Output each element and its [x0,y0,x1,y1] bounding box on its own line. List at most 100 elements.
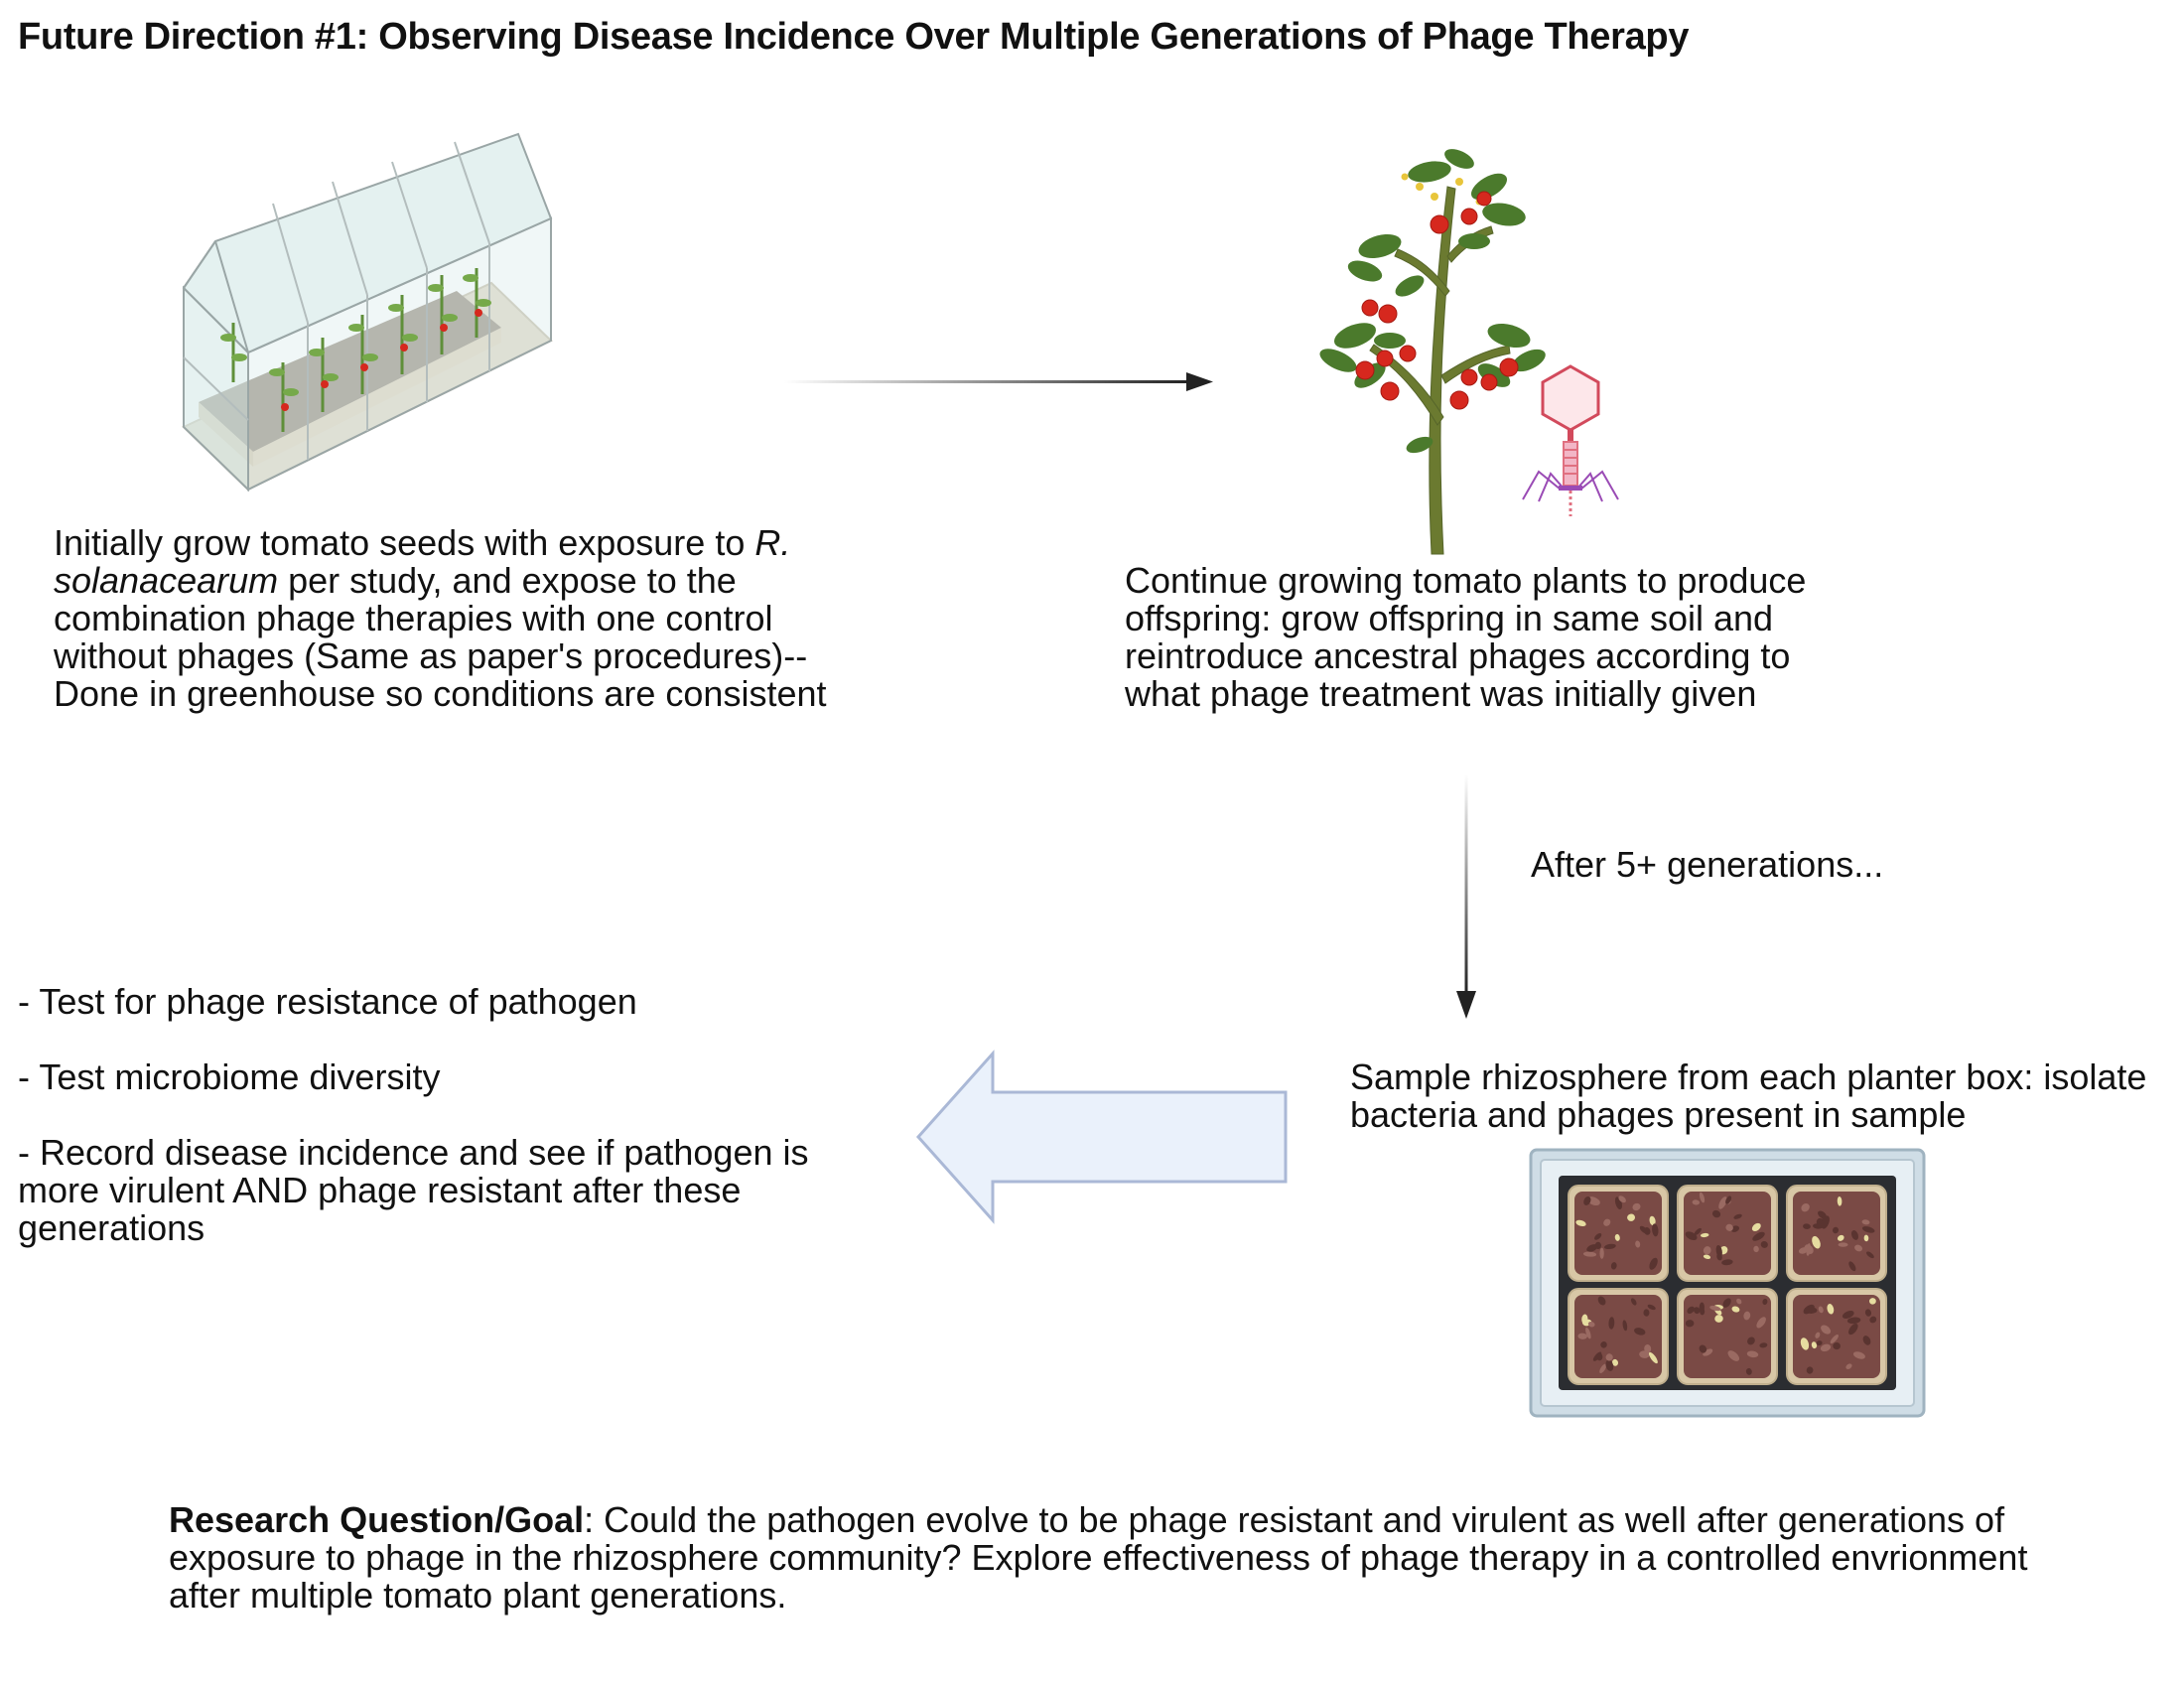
soil-particle [1594,1233,1602,1240]
soil-particle [1599,1363,1607,1374]
tomato-plant-icon [1319,149,1546,555]
goal-text: : Could the pathogen evolve to be phage … [169,1499,2028,1616]
soil-particle [1832,1226,1840,1234]
soil-particle [1848,1261,1856,1272]
soil-particle [1733,1213,1742,1219]
soil-particle [1862,1226,1875,1233]
soil-particle [1577,1333,1587,1339]
soil-particle [1801,1203,1810,1212]
soil-particle [1721,1259,1733,1266]
soil-particle [1827,1304,1835,1315]
soil-particle [1711,1209,1721,1218]
arrow-step1-to-step2 [784,372,1213,391]
soil-fill [1574,1192,1662,1275]
soil-particle [1685,1320,1695,1328]
soil-particle [1752,1231,1765,1241]
soil-particle [1751,1222,1761,1232]
soil-particle [1709,1305,1721,1312]
soil-particle [1747,1336,1755,1345]
soil-particle [1699,1302,1705,1314]
soil-particle [1643,1309,1650,1317]
arrow-step2-to-sample [1456,774,1476,1019]
soil-particle [1759,1342,1768,1348]
page-title: Future Direction #1: Observing Disease I… [18,16,1690,58]
soil-particle [1862,1336,1871,1345]
soil-particle [1610,1262,1617,1270]
soil-particle [1804,1244,1814,1254]
soil-particle [1575,1219,1586,1227]
soil-particle [1811,1341,1818,1349]
soil-particle [1760,1241,1768,1248]
soil-particle [1605,1359,1614,1371]
soil-particle [1725,1196,1732,1204]
soil-particle [1804,1307,1818,1314]
greenhouse-icon [182,132,553,492]
soil-particle [1838,1242,1848,1247]
soil-particle [1583,1196,1591,1205]
step2-text: Continue growing tomato plants to produc… [1125,560,1807,714]
soil-particle [1582,1251,1597,1257]
soil-particle [1635,1240,1641,1248]
step1-text: Initially grow tomato seeds with exposur… [54,524,828,713]
soil-particle [1604,1243,1616,1250]
test-item-3: - Record disease incidence and see if pa… [18,1132,809,1248]
soil-particle [1632,1202,1641,1211]
soil-particle [1652,1223,1659,1237]
soil-particle [1718,1196,1727,1209]
soil-particle [1618,1196,1626,1203]
soil-particle [1703,1254,1711,1260]
soil-particle [1714,1315,1723,1323]
soil-particle [1821,1325,1832,1335]
soil-particle [1812,1235,1821,1249]
soil-particle [1608,1317,1615,1330]
soil-particle [1716,1253,1722,1261]
generations-label: After 5+ generations... [1531,844,1884,885]
soil-particle [1869,1316,1877,1324]
soil-particle [1746,1350,1759,1358]
soil-particle [1803,1223,1811,1229]
soil-particle [1694,1307,1701,1315]
soil-particle [1815,1332,1821,1338]
soil-particle [1846,1317,1861,1325]
soil-particle [1699,1192,1706,1203]
soil-particle [1703,1348,1713,1356]
soil-particle [1861,1219,1870,1225]
soil-particle [1699,1344,1707,1353]
soil-particle [1647,1304,1656,1311]
soil-particle [1845,1363,1852,1369]
soil-particle [1818,1210,1827,1219]
arrow-sample-to-tests [915,1050,1288,1224]
soil-particle [1605,1353,1613,1361]
soil-particle [1611,1358,1619,1366]
soil-particle [1599,1247,1604,1259]
sample-text: Sample rhizosphere from each planter box… [1350,1056,2147,1135]
soil-particle [1648,1351,1658,1364]
soil-particle [1634,1328,1646,1336]
soil-particle [1850,1230,1859,1240]
soil-particle [1627,1213,1636,1221]
soil-particle [1800,1337,1810,1350]
soil-particle [1864,1309,1872,1317]
soil-particle [1722,1298,1731,1308]
soil-particle [1687,1306,1695,1315]
soil-particle [1585,1327,1591,1339]
tests-list: - Test for phage resistance of pathogen … [18,983,891,1285]
soil-particle [1865,1251,1874,1259]
soil-particle [1630,1298,1637,1306]
soil-particle [1586,1244,1598,1252]
soil-particle [1727,1350,1740,1361]
soil-particle [1869,1298,1876,1305]
soil-particle [1703,1246,1711,1255]
soil-particle [1854,1244,1863,1252]
bacteriophage-icon [1522,364,1619,516]
step1-part1: Initially grow tomato seeds with exposur… [54,522,755,563]
soil-particle [1685,1231,1698,1240]
soil-particle [1622,1320,1628,1332]
soil-particle [1692,1199,1701,1205]
soil-particle [1603,1218,1611,1226]
soil-particle [1848,1323,1858,1336]
soil-particle [1852,1351,1865,1359]
soil-particle [1649,1257,1658,1270]
soil-particle [1820,1343,1832,1352]
test-item-1: - Test for phage resistance of pathogen [18,981,637,1022]
